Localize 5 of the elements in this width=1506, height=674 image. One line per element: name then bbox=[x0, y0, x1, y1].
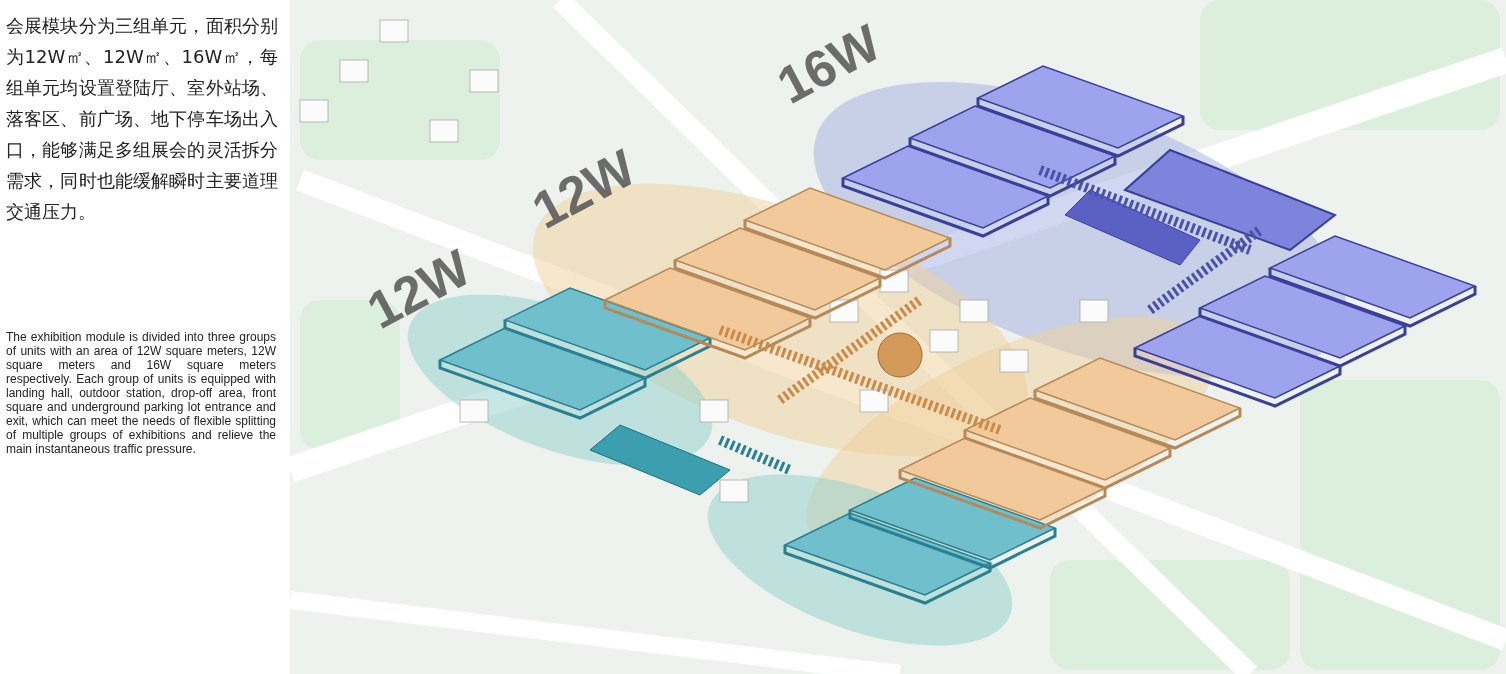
area-label: 16W bbox=[767, 13, 890, 115]
area-label: 12W bbox=[357, 238, 480, 340]
description-paragraph: 会展模块分为三组单元，面积分别为12W㎡、12W㎡、16W㎡，每组单元均设置登陆厅、室外站场、落客区、前广场、地下停车场出入口，能够满足多组展会的灵活拆分需求，同时也能缓解瞬时主要道理交通压力。 bbox=[6, 14, 278, 224]
description-paragraph: The exhibition module is divided into three groups of units with an area of 12W square meters, 12W square meters and 16W square meters respectively. Each group of units is equipped with landing hall, outdoor station, drop-off area, front square and underground parking lot entrance and exit, which can meet the needs of flexible splitting of multiple groups of exhibitions and relieve the main instantaneous traffic pressure. bbox=[6, 330, 276, 456]
area-label: 12W bbox=[522, 138, 645, 240]
